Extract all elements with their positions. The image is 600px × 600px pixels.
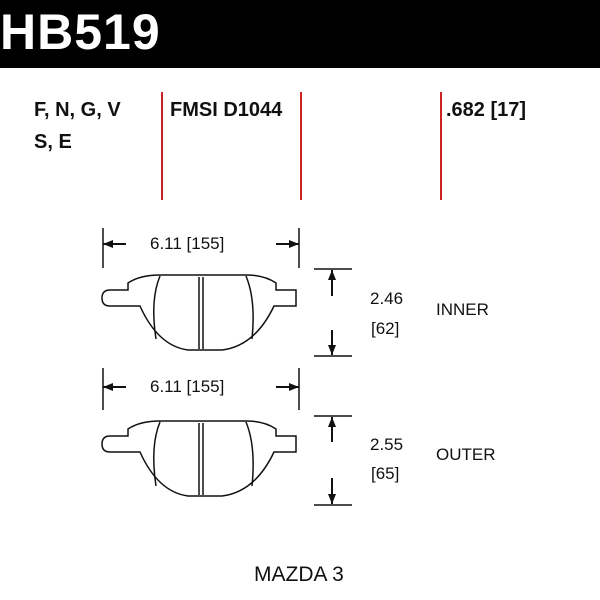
inner-pad-chamfer-right (245, 275, 254, 340)
red-dividers (161, 92, 442, 200)
inner-width-label: 6.11 [155] (150, 234, 225, 253)
outer-pad-chamfer-left (153, 421, 161, 487)
inner-height-inches: 2.46 (370, 289, 404, 308)
outer-pad-label: OUTER (436, 445, 496, 464)
inner-pad-label: INNER (436, 300, 489, 319)
outer-pad (101, 368, 352, 506)
inner-pad-outline (101, 274, 297, 351)
outer-pad-chamfer-right (245, 421, 254, 487)
inner-pad (101, 228, 352, 357)
compound-codes-line1: F, N, G, V (34, 99, 121, 121)
outer-width-label: 6.11 [155] (150, 377, 225, 396)
inner-height-mm: [62] (371, 319, 400, 338)
fmsi-number: FMSI D1044 (170, 99, 283, 121)
inner-pad-chamfer-left (153, 275, 161, 340)
vehicle-model: MAZDA 3 (254, 563, 344, 586)
header-bar: HB519 (0, 0, 600, 68)
pad-thickness: .682 [17] (446, 99, 527, 121)
outer-height-mm: [65] (371, 464, 400, 483)
outer-pad-outline (101, 420, 297, 497)
part-number: HB519 (0, 4, 161, 60)
compound-codes-line2: S, E (34, 131, 72, 153)
outer-height-inches: 2.55 (370, 435, 404, 454)
